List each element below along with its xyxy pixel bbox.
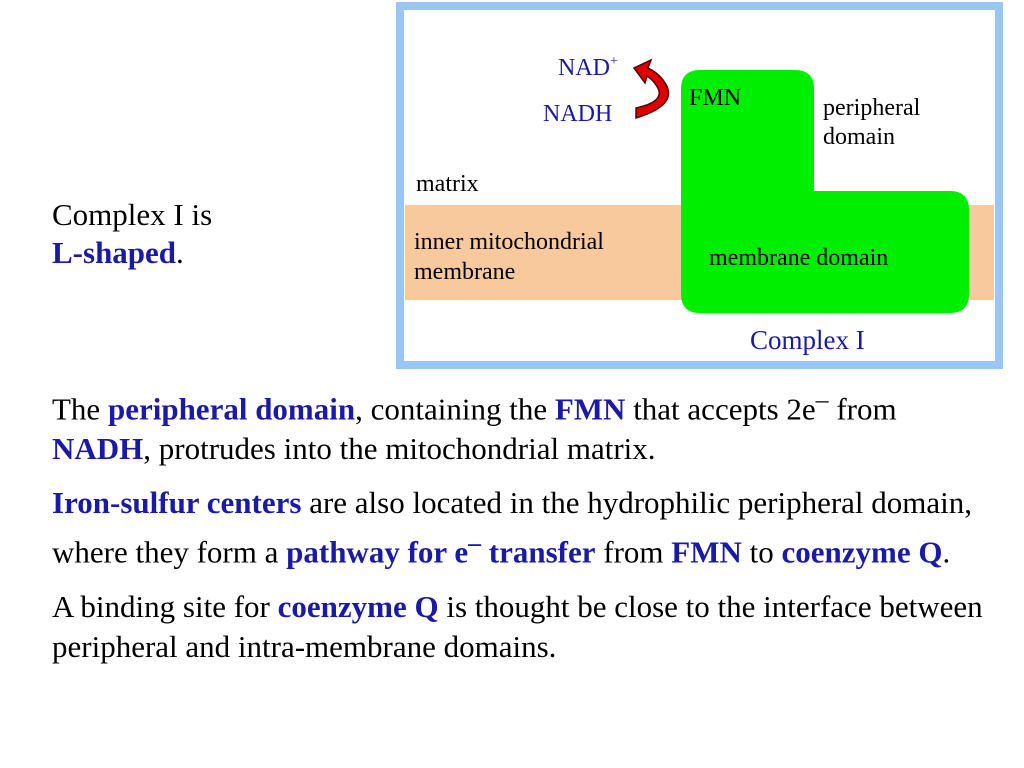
text-run: is thought be close to the interface bet… (52, 588, 983, 664)
intro-line: Complex I is (52, 197, 213, 232)
text-run: . (942, 534, 951, 570)
text-run: are also located in the hydrophilic peri… (52, 485, 973, 570)
emphasis-fmn: FMN (554, 391, 626, 427)
complex-i-diagram: NAD+ NADH FMN peripheral domain matrix i… (396, 2, 1003, 369)
paragraph-iron-sulfur: Iron-sulfur centers are also located in … (52, 483, 1002, 572)
paragraph-peripheral-domain: The peripheral domain, containing the FM… (52, 380, 1002, 469)
intro-emphasis-line: L-shaped. (52, 234, 212, 272)
emphasis-peripheral-domain: peripheral domain (107, 391, 356, 427)
peripheral-domain-label-line1: peripheral (823, 95, 921, 121)
superscript-minus: – (815, 385, 829, 414)
emphasis-coenzyme-q: coenzyme Q (781, 534, 943, 570)
emphasis-transfer: transfer (481, 534, 596, 570)
complex-i-label: Complex I (750, 325, 865, 355)
paragraph-binding-site: A binding site for coenzyme Q is thought… (52, 587, 1002, 667)
membrane-label-line1: inner mitochondrial (414, 229, 604, 255)
intro-text: Complex I is L-shaped. (52, 196, 212, 272)
emphasis-coenzyme-q: coenzyme Q (277, 588, 439, 624)
matrix-label: matrix (416, 171, 479, 197)
emphasis-iron-sulfur-centers: Iron-sulfur centers (52, 485, 302, 521)
membrane-domain-label: membrane domain (709, 245, 888, 271)
text-run: The (52, 391, 108, 427)
text-run: , containing the (355, 391, 555, 427)
body-text: The peripheral domain, containing the FM… (52, 380, 1002, 681)
l-shaped-emphasis: L-shaped (52, 235, 177, 270)
electron-transfer-arrow-icon (632, 58, 670, 120)
emphasis-fmn: FMN (671, 534, 742, 570)
nadh-label: NADH (543, 101, 612, 127)
complex-i-protein (681, 70, 969, 313)
nad-label: NAD+ (558, 54, 618, 81)
text-run: to (741, 534, 782, 570)
text-run: from (595, 534, 672, 570)
intro-period: . (176, 235, 184, 270)
text-run: that accepts 2e (625, 391, 816, 427)
emphasis-nadh: NADH (52, 431, 144, 467)
fmn-label: FMN (689, 85, 741, 111)
text-run: A binding site for (52, 588, 278, 624)
emphasis-pathway: pathway for e (286, 534, 469, 570)
text-run: from (828, 391, 897, 427)
text-run: , protrudes into the mitochondrial matri… (143, 431, 656, 467)
peripheral-domain-label-line2: domain (823, 124, 895, 150)
superscript-minus: – (468, 528, 482, 558)
membrane-label-line2: membrane (414, 259, 515, 285)
